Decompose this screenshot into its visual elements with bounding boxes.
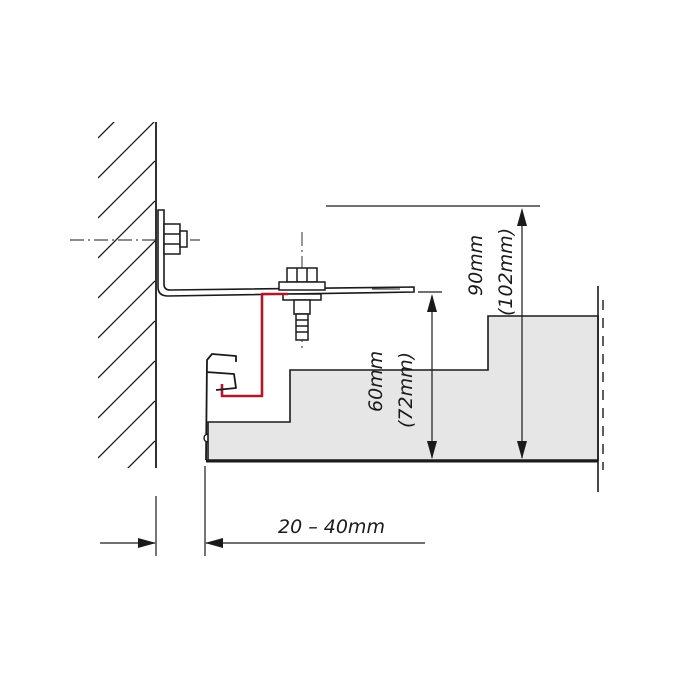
height-large-alt-label: (102mm)	[495, 228, 517, 316]
wall-hatching	[98, 122, 155, 468]
height-small-alt-label: (72mm)	[395, 352, 417, 428]
height-large-label: 90mm	[465, 235, 487, 296]
angle-bracket	[157, 209, 415, 297]
hanger-bolt	[278, 267, 326, 341]
wall	[98, 122, 157, 468]
perimeter-hook-profile	[205, 353, 237, 461]
suspension-clip	[220, 292, 288, 398]
wall-anchor-nut	[163, 223, 188, 255]
dimension-width	[100, 466, 425, 556]
dimension-height-small	[418, 291, 442, 459]
width-range-label: 20 – 40mm	[278, 516, 385, 538]
height-small-label: 60mm	[365, 351, 387, 412]
dimension-height-large	[326, 205, 540, 459]
